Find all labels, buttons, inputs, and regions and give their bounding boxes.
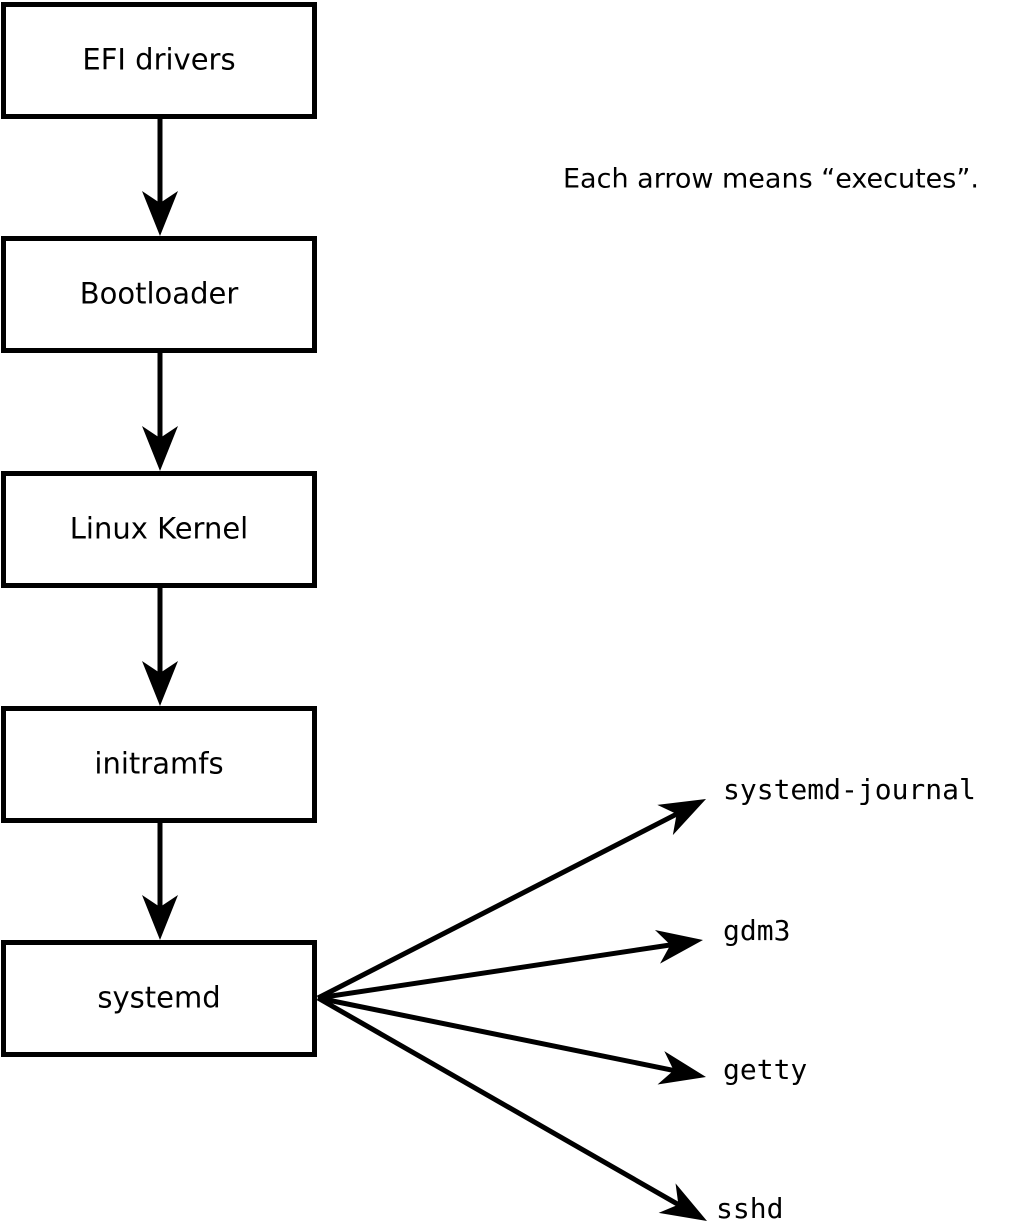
node-systemd-rect[interactable]	[1, 940, 317, 1057]
chain-arrow-head	[142, 661, 178, 706]
chain-arrow-efi-drivers-to-bootloader	[142, 119, 178, 236]
node-initramfs-label: initramfs	[94, 747, 223, 781]
leaf-label-systemd-journal: systemd-journal	[723, 773, 976, 806]
chain-arrow-linux-kernel-to-initramfs	[142, 588, 178, 706]
fanout-arrow-sshd	[316, 995, 707, 1221]
node-bootloader-rect[interactable]	[1, 236, 317, 353]
fanout-arrow-gdm3	[317, 930, 703, 1001]
chain-arrow-bootloader-to-linux-kernel	[142, 353, 178, 471]
node-bootloader[interactable]: Bootloader	[1, 236, 317, 353]
fanout-arrow-head	[654, 930, 703, 964]
fanout-arrow-shaft	[316, 810, 681, 1001]
node-efi-drivers-label: EFI drivers	[82, 43, 235, 77]
fanout-arrow-head	[658, 1183, 707, 1221]
fanout-arrow-shaft	[317, 941, 674, 1001]
chain-arrow-head	[142, 895, 178, 940]
node-initramfs-rect[interactable]	[1, 706, 317, 823]
node-initramfs[interactable]: initramfs	[1, 706, 317, 823]
chain-arrow-head	[142, 426, 178, 471]
fanout-arrow-shaft	[317, 995, 678, 1074]
legend-text: Each arrow means “executes”.	[563, 164, 979, 195]
fanout-arrow-getty	[317, 995, 706, 1085]
fanout-arrow-head	[657, 1051, 706, 1085]
fanout-arrow-head	[657, 799, 706, 836]
node-efi-drivers-rect[interactable]	[1, 2, 317, 119]
chain-arrow-initramfs-to-systemd	[142, 823, 178, 940]
node-bootloader-label: Bootloader	[80, 277, 239, 311]
leaf-label-sshd: sshd	[716, 1192, 783, 1225]
node-systemd[interactable]: systemd	[1, 940, 317, 1057]
node-linux-kernel[interactable]: Linux Kernel	[1, 471, 317, 588]
node-linux-kernel-label: Linux Kernel	[70, 512, 248, 546]
leaf-label-gdm3: gdm3	[723, 914, 790, 947]
node-linux-kernel-rect[interactable]	[1, 471, 317, 588]
node-efi-drivers[interactable]: EFI drivers	[1, 2, 317, 119]
fanout-arrow-systemd-journal	[316, 799, 706, 1001]
chain-arrow-head	[142, 191, 178, 236]
leaf-label-getty: getty	[723, 1053, 807, 1086]
fanout-arrow-shaft	[316, 995, 683, 1209]
node-systemd-label: systemd	[97, 981, 220, 1015]
